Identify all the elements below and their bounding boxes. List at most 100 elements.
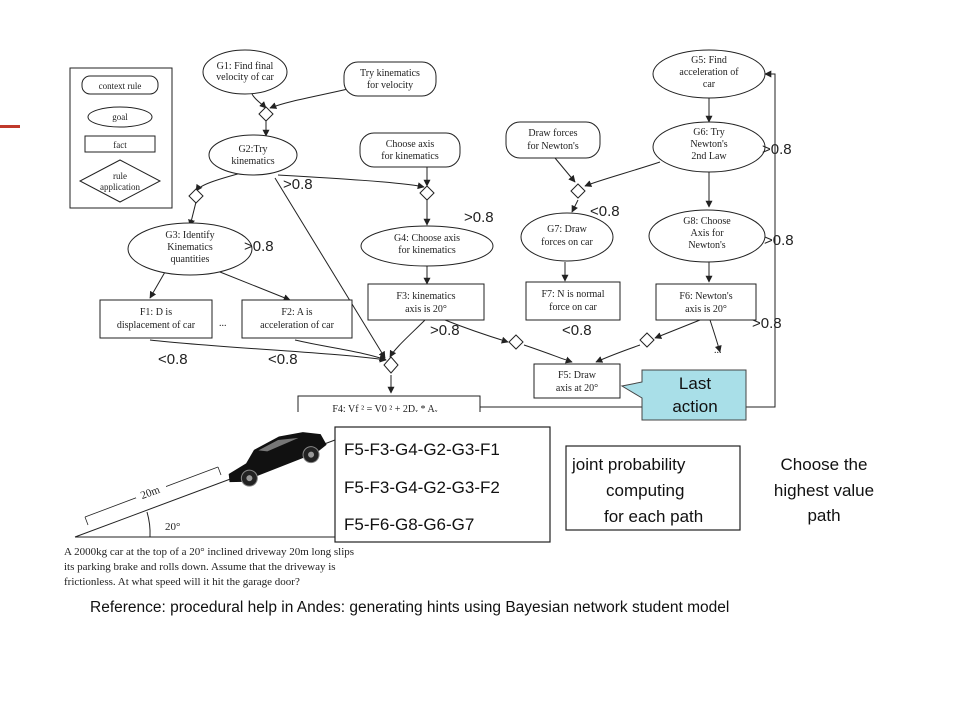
path-3: F5-F6-G8-G6-G7	[344, 515, 474, 534]
svg-text:application: application	[100, 182, 140, 192]
svg-text:2nd Law: 2nd Law	[691, 151, 727, 162]
incline-angle: 20°	[165, 521, 180, 533]
goal-g5: G5: Find acceleration of car	[652, 49, 766, 99]
context-rule-choose-axis: Choose axis for kinematics	[359, 132, 461, 168]
svg-text:for kinematics: for kinematics	[381, 151, 439, 162]
svg-text:F4: Vf ² = V0 ² + 2Dₓ * Aₓ: F4: Vf ² = V0 ² + 2Dₓ * Aₓ	[332, 404, 437, 415]
threshold-f3: >0.8	[430, 322, 460, 339]
legend-goal	[87, 106, 153, 128]
threshold-g6: >0.8	[762, 141, 792, 158]
svg-text:F2: A is: F2: A is	[281, 307, 312, 318]
accent-bar	[0, 125, 20, 128]
svg-text:acceleration of car: acceleration of car	[260, 320, 335, 331]
svg-text:G4: Choose axis: G4: Choose axis	[394, 233, 460, 244]
ellipsis: ...	[219, 318, 227, 329]
svg-text:car: car	[703, 79, 716, 90]
svg-text:axis is 20°: axis is 20°	[685, 304, 727, 315]
svg-text:axis is 20°: axis is 20°	[405, 304, 447, 315]
threshold-f7: <0.8	[562, 322, 592, 339]
reference-caption: Reference: procedural help in Andes: gen…	[90, 599, 729, 616]
svg-text:computing: computing	[606, 481, 684, 500]
legend: context rule goal fact rule application	[69, 67, 173, 209]
ellipsis: ...	[714, 345, 722, 356]
rule-application-diamond	[639, 332, 655, 348]
svg-text:axis at 20°: axis at 20°	[556, 383, 598, 394]
goal-g3: G3: Identify Kinematics quantities	[127, 222, 253, 276]
svg-text:for Newton's: for Newton's	[527, 141, 579, 152]
svg-text:G8: Choose: G8: Choose	[683, 216, 731, 227]
svg-text:goal: goal	[112, 112, 128, 122]
path-2: F5-F3-G4-G2-G3-F2	[344, 478, 500, 497]
goal-g1: G1: Find final velocity of car	[202, 49, 288, 95]
svg-text:Axis for: Axis for	[690, 228, 724, 239]
svg-text:Draw forces: Draw forces	[528, 128, 577, 139]
svg-text:for each path: for each path	[604, 507, 703, 526]
svg-text:G6: Try: G6: Try	[693, 127, 724, 138]
goal-g8: G8: Choose Axis for Newton's	[648, 209, 766, 263]
rule-application-diamond	[508, 334, 524, 350]
threshold-g3: >0.8	[244, 238, 274, 255]
fact-f5: F5: Draw axis at 20°	[533, 363, 621, 399]
svg-text:acceleration of: acceleration of	[679, 67, 739, 78]
network-edges	[149, 70, 776, 408]
legend-rule-application	[78, 159, 162, 203]
svg-text:Newton's: Newton's	[688, 240, 725, 251]
svg-text:Choose the: Choose the	[781, 455, 868, 474]
svg-text:Newton's: Newton's	[690, 139, 727, 150]
context-rule-try-kinematics: Try kinematics for velocity	[343, 61, 437, 97]
svg-text:G1: Find final: G1: Find final	[217, 61, 274, 72]
svg-text:rule: rule	[113, 171, 127, 181]
rule-application-diamond	[570, 183, 586, 199]
svg-text:G5: Find: G5: Find	[691, 55, 727, 66]
svg-text:G7: Draw: G7: Draw	[547, 224, 587, 235]
threshold-f2: <0.8	[268, 351, 298, 368]
rule-application-diamond	[383, 356, 399, 374]
fact-f6: F6: Newton's axis is 20°	[655, 283, 757, 321]
svg-text:F3: kinematics: F3: kinematics	[396, 291, 455, 302]
svg-text:Kinematics: Kinematics	[167, 242, 213, 253]
svg-text:forces on car: forces on car	[541, 237, 593, 248]
fact-f7: F7: N is normal force on car	[525, 281, 621, 321]
goal-g6: G6: Try Newton's 2nd Law	[652, 121, 766, 173]
joint-probability-box: joint probability computing for each pat…	[565, 445, 741, 531]
svg-text:frictionless. At what speed w: frictionless. At what speed will it hit …	[64, 576, 300, 588]
svg-text:displacement of car: displacement of car	[117, 320, 196, 331]
context-rule-draw-forces: Draw forces for Newton's	[505, 121, 601, 159]
svg-text:F5: Draw: F5: Draw	[558, 370, 597, 381]
svg-text:kinematics: kinematics	[231, 156, 274, 167]
svg-text:G3: Identify: G3: Identify	[165, 230, 214, 241]
fact-f2: F2: A is acceleration of car	[241, 299, 353, 339]
svg-text:Choose axis: Choose axis	[386, 139, 435, 150]
svg-text:highest value: highest value	[774, 481, 874, 500]
threshold-g4: >0.8	[464, 209, 494, 226]
svg-text:Last: Last	[679, 374, 711, 393]
fact-f4: F4: Vf ² = V0 ² + 2Dₓ * Aₓ	[297, 395, 481, 417]
length-label-bg	[136, 484, 166, 498]
legend-fact	[84, 135, 156, 153]
fact-f1: F1: D is displacement of car	[99, 299, 213, 339]
svg-text:joint probability: joint probability	[571, 455, 686, 474]
svg-text:for velocity: for velocity	[367, 80, 413, 91]
svg-text:A 2000kg car at the top of a 2: A 2000kg car at the top of a 20° incline…	[64, 546, 354, 558]
goal-g7: G7: Draw forces on car	[520, 212, 614, 262]
svg-text:context rule: context rule	[99, 81, 142, 91]
threshold-g8: >0.8	[764, 232, 794, 249]
svg-text:velocity of car: velocity of car	[216, 72, 274, 83]
threshold-f6: >0.8	[752, 315, 782, 332]
svg-text:for kinematics: for kinematics	[398, 245, 456, 256]
svg-text:path: path	[807, 506, 840, 525]
clip-cover	[290, 412, 490, 424]
threshold-f1: <0.8	[158, 351, 188, 368]
svg-text:G2:Try: G2:Try	[238, 144, 267, 155]
fact-f3: F3: kinematics axis is 20°	[367, 283, 485, 321]
goal-g4: G4: Choose axis for kinematics	[360, 225, 494, 267]
legend-context-rule	[81, 75, 159, 95]
svg-text:F7: N is normal: F7: N is normal	[541, 289, 604, 300]
svg-text:quantities: quantities	[171, 254, 210, 265]
threshold-g7: <0.8	[590, 203, 620, 220]
rule-application-diamond	[419, 185, 435, 201]
problem-statement: A 2000kg car at the top of a 20° incline…	[64, 546, 354, 588]
last-action-callout: Last action	[620, 369, 747, 421]
rule-application-diamond	[258, 106, 274, 122]
